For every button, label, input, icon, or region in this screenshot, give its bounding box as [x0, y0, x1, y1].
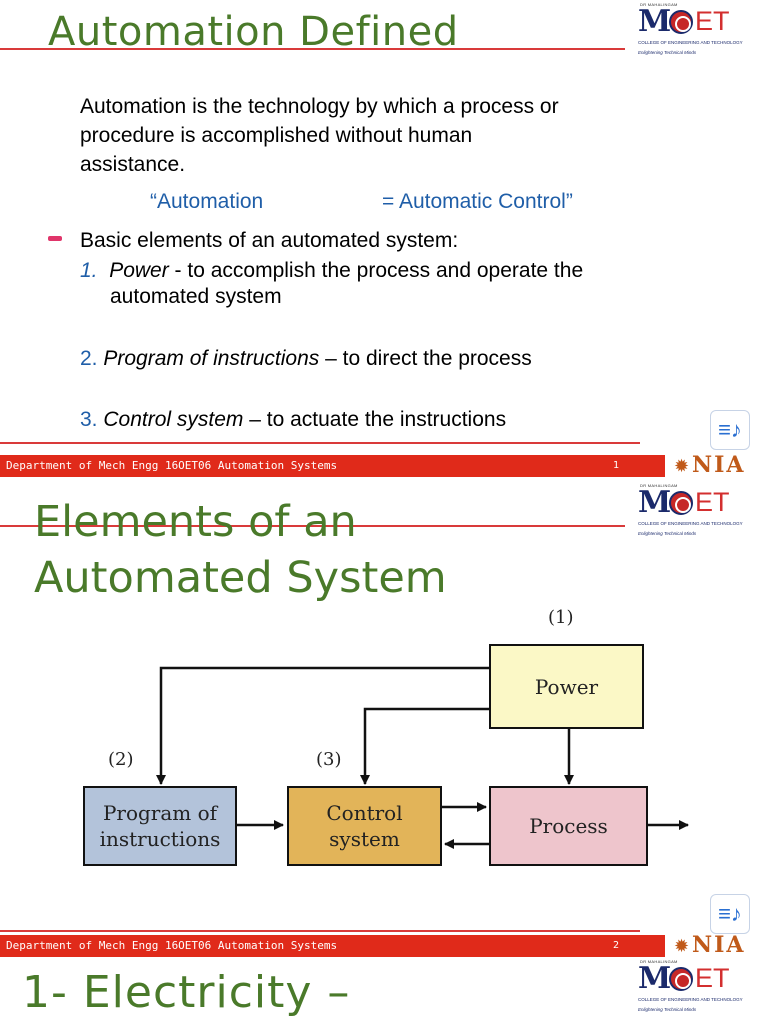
- program-box: Program of instructions: [83, 786, 237, 866]
- process-box: Process: [489, 786, 648, 866]
- audio-icon[interactable]: ≡♪: [710, 410, 750, 450]
- nia-logo: ✹ NIA: [674, 932, 746, 958]
- page-number: 2: [612, 940, 619, 951]
- power-to-program-arrow: [156, 666, 489, 785]
- nia-logo: ✹ NIA: [674, 452, 746, 478]
- power-to-control-arrow: [360, 707, 489, 785]
- power-box: Power: [489, 644, 644, 729]
- slide-footer: Department of Mech Engg 16OET06 Automati…: [0, 455, 665, 477]
- slide-title: Automation Defined: [48, 9, 459, 55]
- slide-title-line2: Automated System: [34, 553, 447, 603]
- footer-rule: [0, 442, 640, 444]
- title-rule: [0, 48, 625, 50]
- mcet-logo: DR MAHALINGAM M ET COLLEGE OF ENGINEERIN…: [638, 2, 743, 55]
- quote-left: “Automation: [150, 190, 264, 213]
- label-3: (3): [316, 749, 342, 770]
- globe-icon: [669, 10, 693, 34]
- slide-3: 1- Electricity – DR MAHALINGAM M ET COLL…: [0, 959, 768, 1024]
- diagram-connectors: [156, 666, 689, 849]
- globe-icon: [669, 491, 693, 515]
- list-item: 2. Program of instructions – to direct t…: [80, 347, 532, 370]
- automation-diagram: (1) (2) (3) Power Program of instruction…: [0, 481, 768, 959]
- title-rule: [0, 525, 625, 527]
- list-item: 3. Control system – to actuate the instr…: [80, 408, 507, 431]
- slide-footer: Department of Mech Engg 16OET06 Automati…: [0, 935, 665, 957]
- page-number: 1: [612, 460, 619, 471]
- mcet-logo: DR MAHALINGAM M ET COLLEGE OF ENGINEERIN…: [638, 959, 743, 1012]
- label-2: (2): [108, 749, 134, 770]
- globe-icon: [669, 967, 693, 991]
- slide-title: 1- Electricity –: [22, 967, 351, 1018]
- dash-bullet-icon: [48, 236, 62, 241]
- label-1: (1): [548, 607, 574, 628]
- list-item: 1. Power - to accomplish the process and…: [80, 259, 584, 308]
- control-box: Control system: [287, 786, 442, 866]
- footer-rule: [0, 930, 640, 932]
- sun-icon: ✹: [674, 456, 690, 476]
- definition-text: Automation is the technology by which a …: [80, 95, 559, 176]
- slide-title-line1: Elements of an: [34, 497, 357, 547]
- mcet-logo: DR MAHALINGAM M ET COLLEGE OF ENGINEERIN…: [638, 483, 743, 536]
- audio-icon[interactable]: ≡♪: [710, 894, 750, 934]
- bullet-text: Basic elements of an automated system:: [80, 229, 459, 252]
- slide-2: Elements of an Automated System DR MAHAL…: [0, 481, 768, 959]
- sun-icon: ✹: [674, 936, 690, 956]
- quote-right: = Automatic Control”: [382, 190, 573, 213]
- slide-1: Automation Defined DR MAHALINGAM M ET CO…: [0, 0, 768, 481]
